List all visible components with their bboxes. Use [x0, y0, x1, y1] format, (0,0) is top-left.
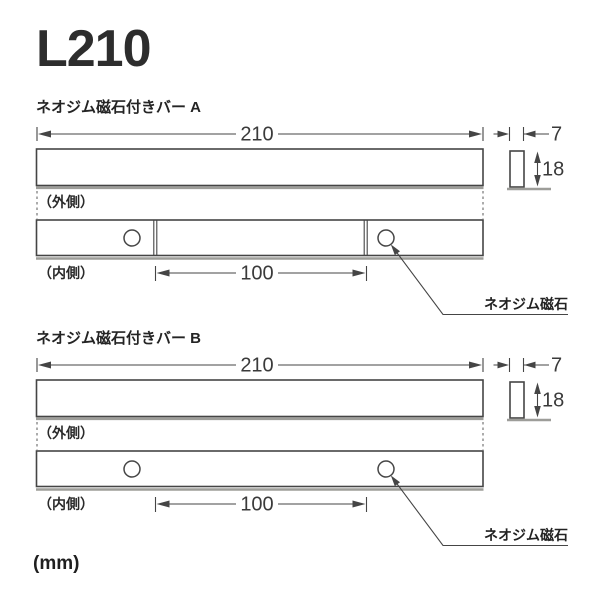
bar-a-magnet-callout: ネオジム磁石 [390, 244, 568, 316]
bar-b-magnet-right [377, 460, 395, 478]
bar-b-pitch-value: 100 [240, 494, 273, 516]
bar-a-outer-view [35, 148, 484, 187]
bar-b-pitch-dimension: 100 [154, 494, 368, 516]
bar-b-inner-view [35, 450, 484, 488]
bar-a-length-dimension: 210 [36, 124, 484, 146]
bar-b-end-view [509, 381, 525, 419]
bar-b-drawing: ネオジム磁石付きバー B 210 （外側） 7 [35, 329, 568, 547]
bar-b-outer-view [35, 379, 484, 418]
arrow-left-icon [38, 361, 51, 369]
bar-a-segment-joint-lines [153, 220, 368, 256]
arrow-right-icon [469, 361, 482, 369]
leader-arrow-icon [390, 475, 400, 487]
bar-a-magnet-callout-label: ネオジム磁石 [484, 296, 568, 312]
projection-dotted-lines [36, 191, 484, 219]
leader-line [396, 252, 568, 316]
arrow-right-icon [352, 269, 366, 277]
bar-a-width-value: 7 [551, 124, 562, 146]
projection-dotted-lines [36, 422, 484, 450]
bar-b-magnet-callout-label: ネオジム磁石 [484, 527, 568, 543]
bar-a-end-view-group: 7 18 [493, 124, 564, 191]
width-dimension-ticks [508, 127, 525, 141]
arrow-left-icon [156, 500, 170, 508]
bar-b-label: ネオジム磁石付きバー B [36, 329, 201, 347]
bar-a-label: ネオジム磁石付きバー A [36, 98, 201, 116]
arrow-up-icon [534, 151, 541, 163]
arrow-right-icon [497, 361, 509, 369]
arrow-right-icon [352, 500, 366, 508]
arrow-right-icon [469, 130, 482, 138]
bar-b-end-view-group: 7 18 [493, 355, 564, 422]
width-dimension-ticks [508, 358, 525, 372]
arrow-down-icon [534, 175, 541, 187]
dimension-extension-ticks [154, 266, 368, 281]
bar-b-magnet-callout: ネオジム磁石 [390, 475, 568, 547]
page-title: L210 [36, 20, 151, 78]
bar-a-end-view [509, 150, 525, 188]
bar-a-magnet-left [123, 229, 141, 247]
bar-b-inner-side-label: （内側） [38, 496, 94, 512]
arrow-left-icon [156, 269, 170, 277]
arrow-left-icon [38, 130, 51, 138]
arrow-left-icon [524, 130, 536, 138]
bar-a-outer-side-label: （外側） [38, 194, 94, 210]
bar-a-pitch-dimension: 100 [154, 263, 368, 285]
arrow-left-icon [524, 361, 536, 369]
unit-label: (mm) [33, 553, 79, 574]
arrow-right-icon [497, 130, 509, 138]
arrow-down-icon [534, 406, 541, 418]
arrow-up-icon [534, 382, 541, 394]
bar-a-pitch-value: 100 [240, 263, 273, 285]
leader-arrow-icon [390, 244, 400, 256]
bar-a-length-value: 210 [240, 124, 273, 146]
bar-b-outer-side-label: （外側） [38, 425, 94, 441]
bar-b-magnet-left [123, 460, 141, 478]
dimension-extension-ticks [36, 358, 484, 372]
bar-a-magnet-right [377, 229, 395, 247]
bar-a-drawing: ネオジム磁石付きバー A 210 （外側） 7 [35, 98, 568, 316]
dimension-extension-ticks [36, 127, 484, 141]
bar-b-width-value: 7 [551, 355, 562, 377]
dimension-extension-ticks [154, 497, 368, 512]
bar-b-height-value: 18 [542, 390, 564, 412]
leader-line [396, 483, 568, 547]
bar-a-inner-side-label: （内側） [38, 265, 94, 281]
bar-a-inner-view [35, 219, 484, 257]
bar-a-height-value: 18 [542, 159, 564, 181]
bar-b-length-dimension: 210 [36, 355, 484, 377]
bar-b-length-value: 210 [240, 355, 273, 377]
